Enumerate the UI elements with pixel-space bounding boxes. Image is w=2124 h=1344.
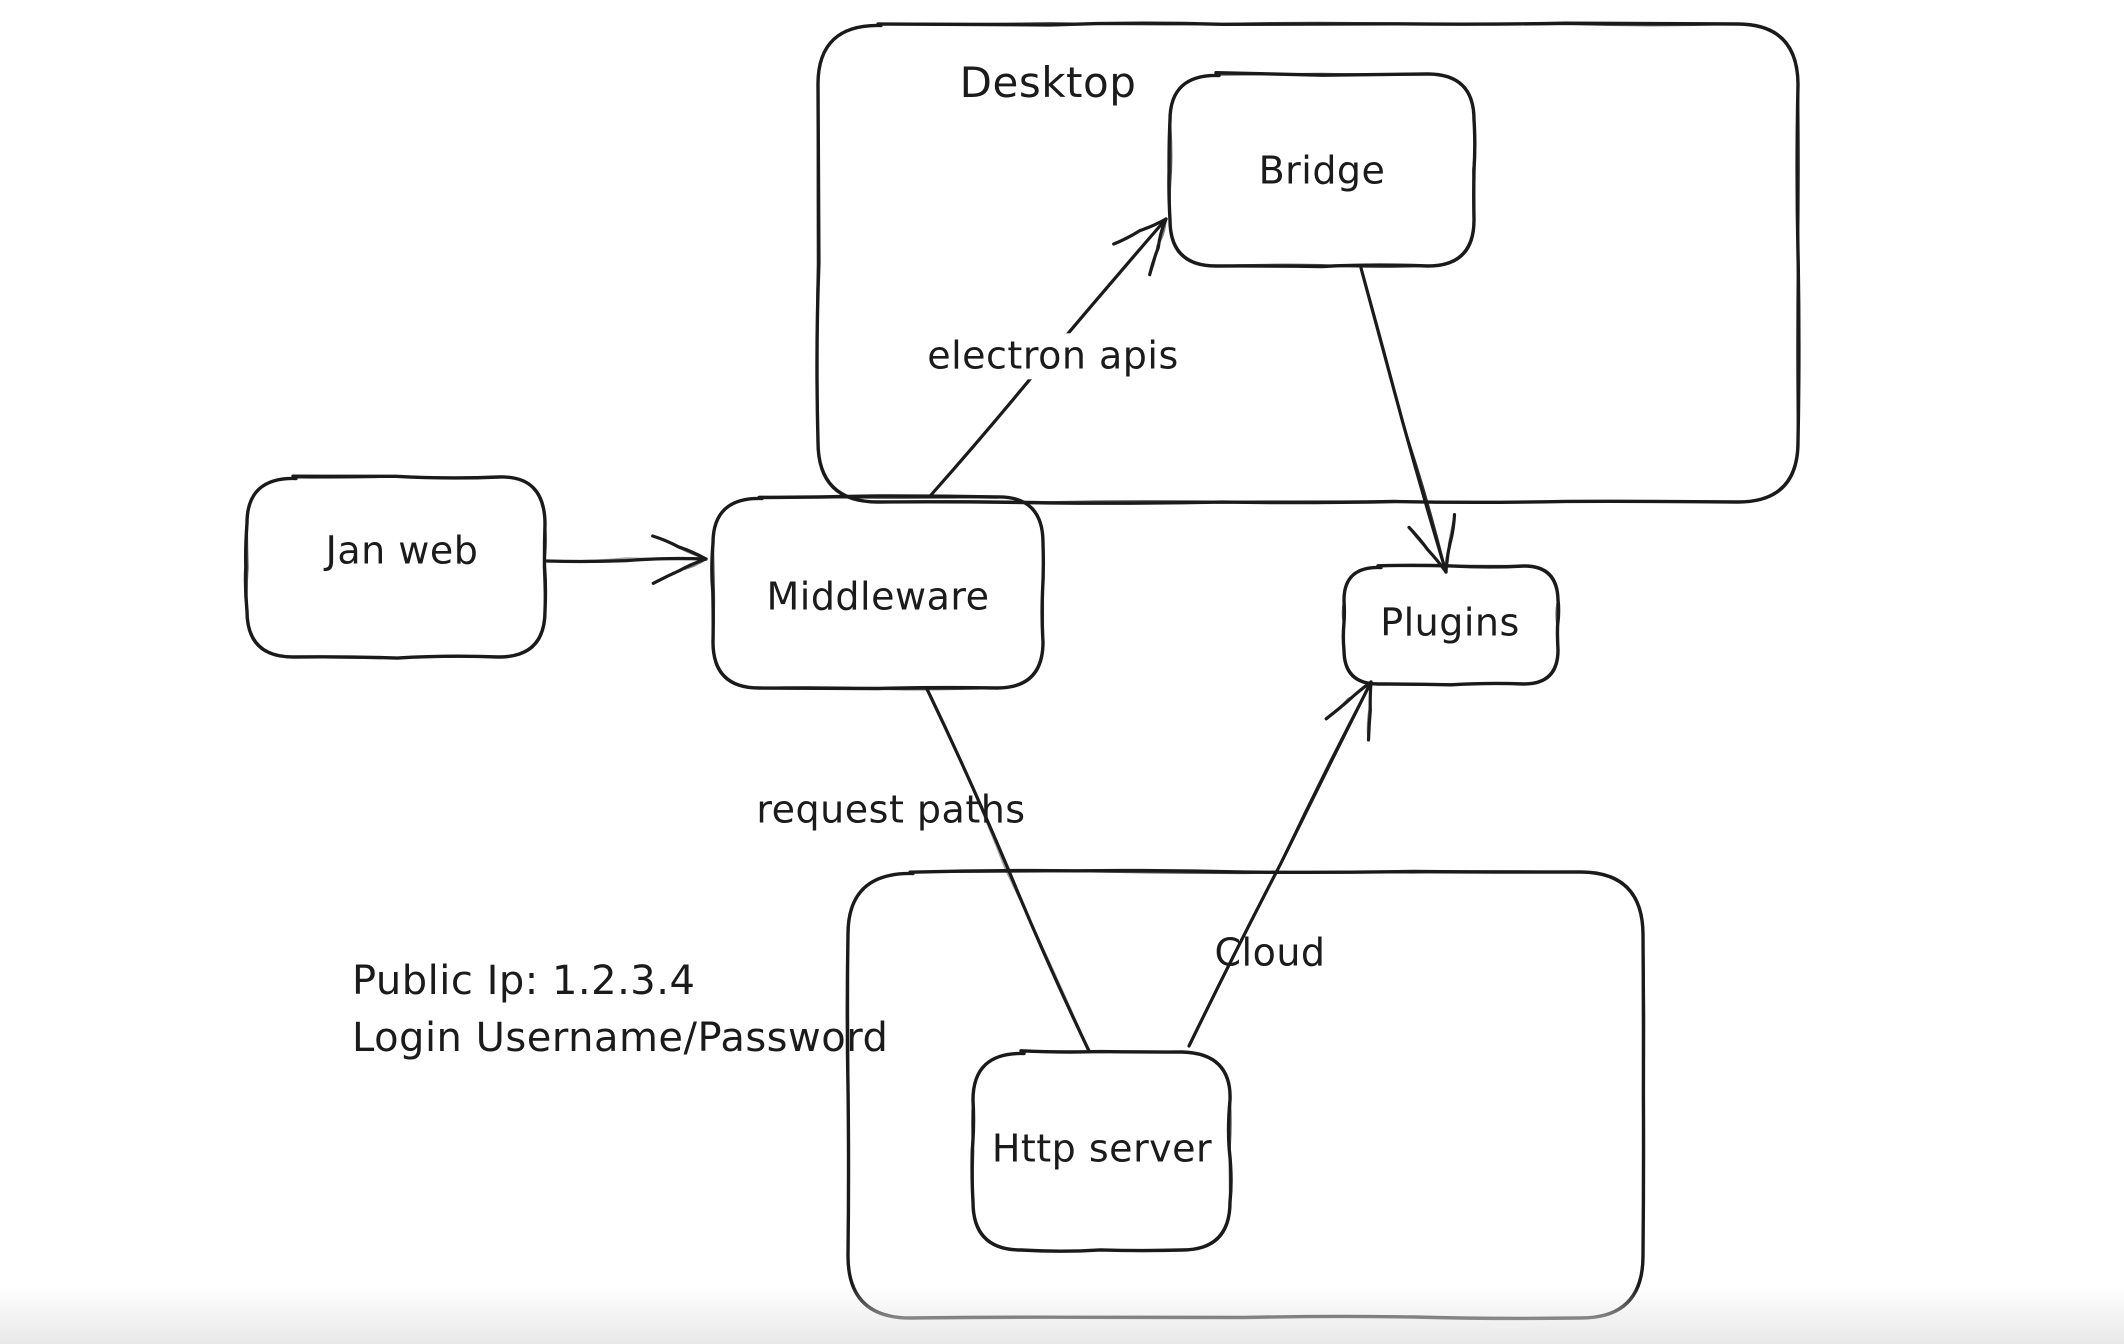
edge-middleware-to-http-server[interactable] xyxy=(925,687,1091,1053)
edge-jan-web-to-middleware[interactable] xyxy=(545,534,708,585)
node-label-jan-web[interactable]: Jan web xyxy=(325,528,479,573)
node-label-plugins[interactable]: Plugins xyxy=(1380,600,1520,645)
node-label-bridge[interactable]: Bridge xyxy=(1258,148,1386,193)
node-label-http-server[interactable]: Http server xyxy=(991,1126,1213,1171)
shape-middleware[interactable] xyxy=(710,494,1046,691)
shape-http-server[interactable] xyxy=(970,1049,1233,1253)
container-label-desktop[interactable]: Desktop xyxy=(959,57,1137,107)
container-label-cloud[interactable]: Cloud xyxy=(1214,930,1326,975)
shape-jan-web[interactable] xyxy=(243,474,548,660)
shape-plugins[interactable] xyxy=(1341,563,1561,687)
edge-label-request-paths[interactable]: request paths xyxy=(756,787,1026,832)
edge-bridge-to-plugins[interactable] xyxy=(1359,266,1457,574)
annotation-public-ip[interactable]: Public Ip: 1.2.3.4 xyxy=(352,958,696,1005)
edge-label-electron-apis[interactable]: electron apis xyxy=(915,333,1191,379)
node-label-middleware[interactable]: Middleware xyxy=(766,574,990,619)
shape-desktop[interactable] xyxy=(815,21,1801,505)
shape-bridge[interactable] xyxy=(1167,70,1477,269)
annotation-login[interactable]: Login Username/Password xyxy=(352,1015,889,1062)
edge-http-server-to-plugins[interactable] xyxy=(1187,680,1373,1048)
